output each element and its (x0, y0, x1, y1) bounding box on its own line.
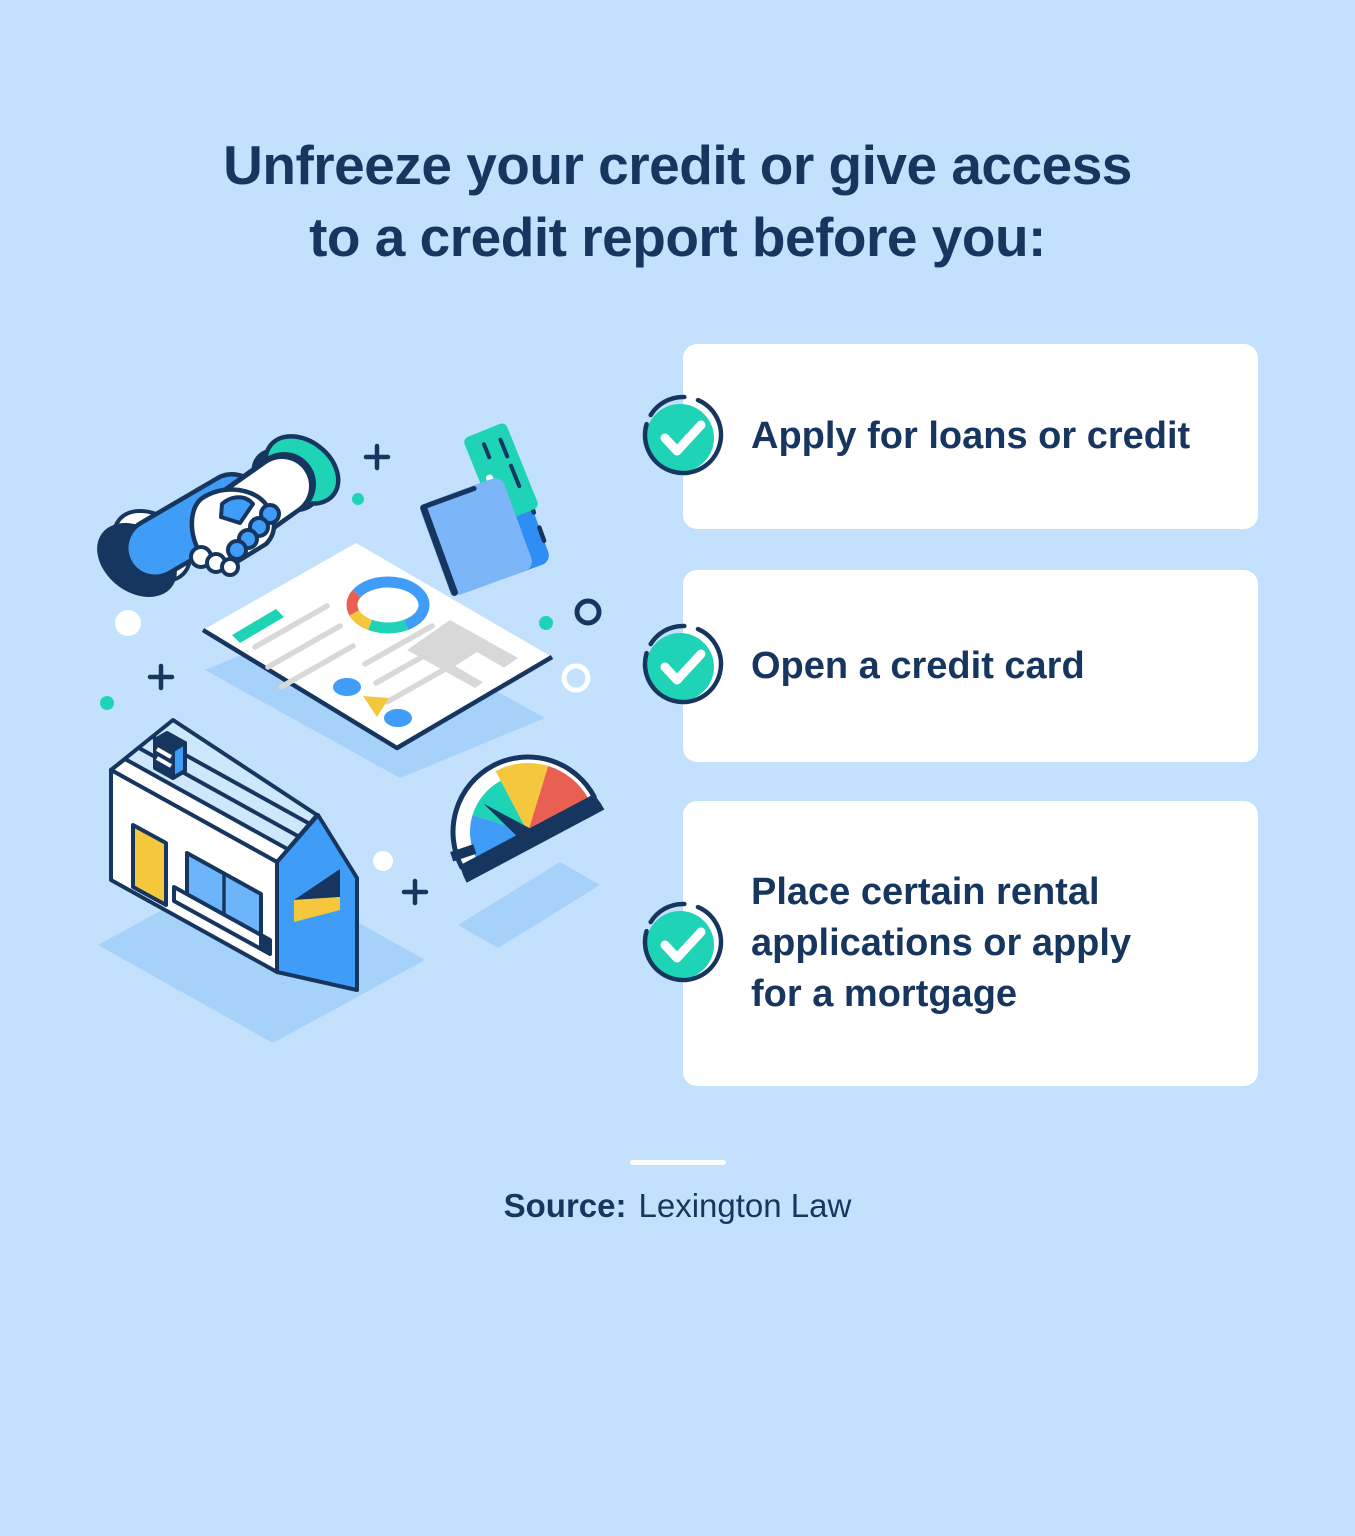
decor-shapes (100, 443, 602, 906)
checklist-card-3: Place certain rental applications or app… (642, 801, 1258, 1086)
credit-illustration (97, 423, 605, 1043)
checklist-label: Apply for loans or credit (751, 415, 1191, 458)
checklist-label: Place certain rental applications or app… (751, 871, 1132, 1015)
title-line-2: to a credit report before you: (309, 205, 1046, 268)
title-line-1: Unfreeze your credit or give access (223, 134, 1132, 196)
checklist-card-2: Open a credit card (642, 570, 1258, 762)
checklist-label: Open a credit card (751, 644, 1085, 687)
check-icon (642, 901, 724, 982)
source-label: Source: (503, 1187, 627, 1224)
credit-score-gauge-icon (450, 754, 605, 948)
source-value: Lexington Law (638, 1187, 852, 1224)
checklist-card-1: Apply for loans or credit (642, 344, 1258, 529)
credit-report-icon (201, 543, 554, 778)
check-icon (642, 623, 724, 705)
source-text: Source: Lexington Law (0, 1187, 1355, 1225)
check-icon (642, 394, 724, 475)
handshake-icon (97, 434, 341, 598)
page-title: Unfreeze your credit or give access to a… (0, 130, 1355, 273)
source-block: Source: Lexington Law (0, 1160, 1355, 1225)
house-icon (98, 718, 425, 1043)
wallet-credit-card-icon (420, 423, 549, 597)
source-divider (629, 1160, 726, 1165)
